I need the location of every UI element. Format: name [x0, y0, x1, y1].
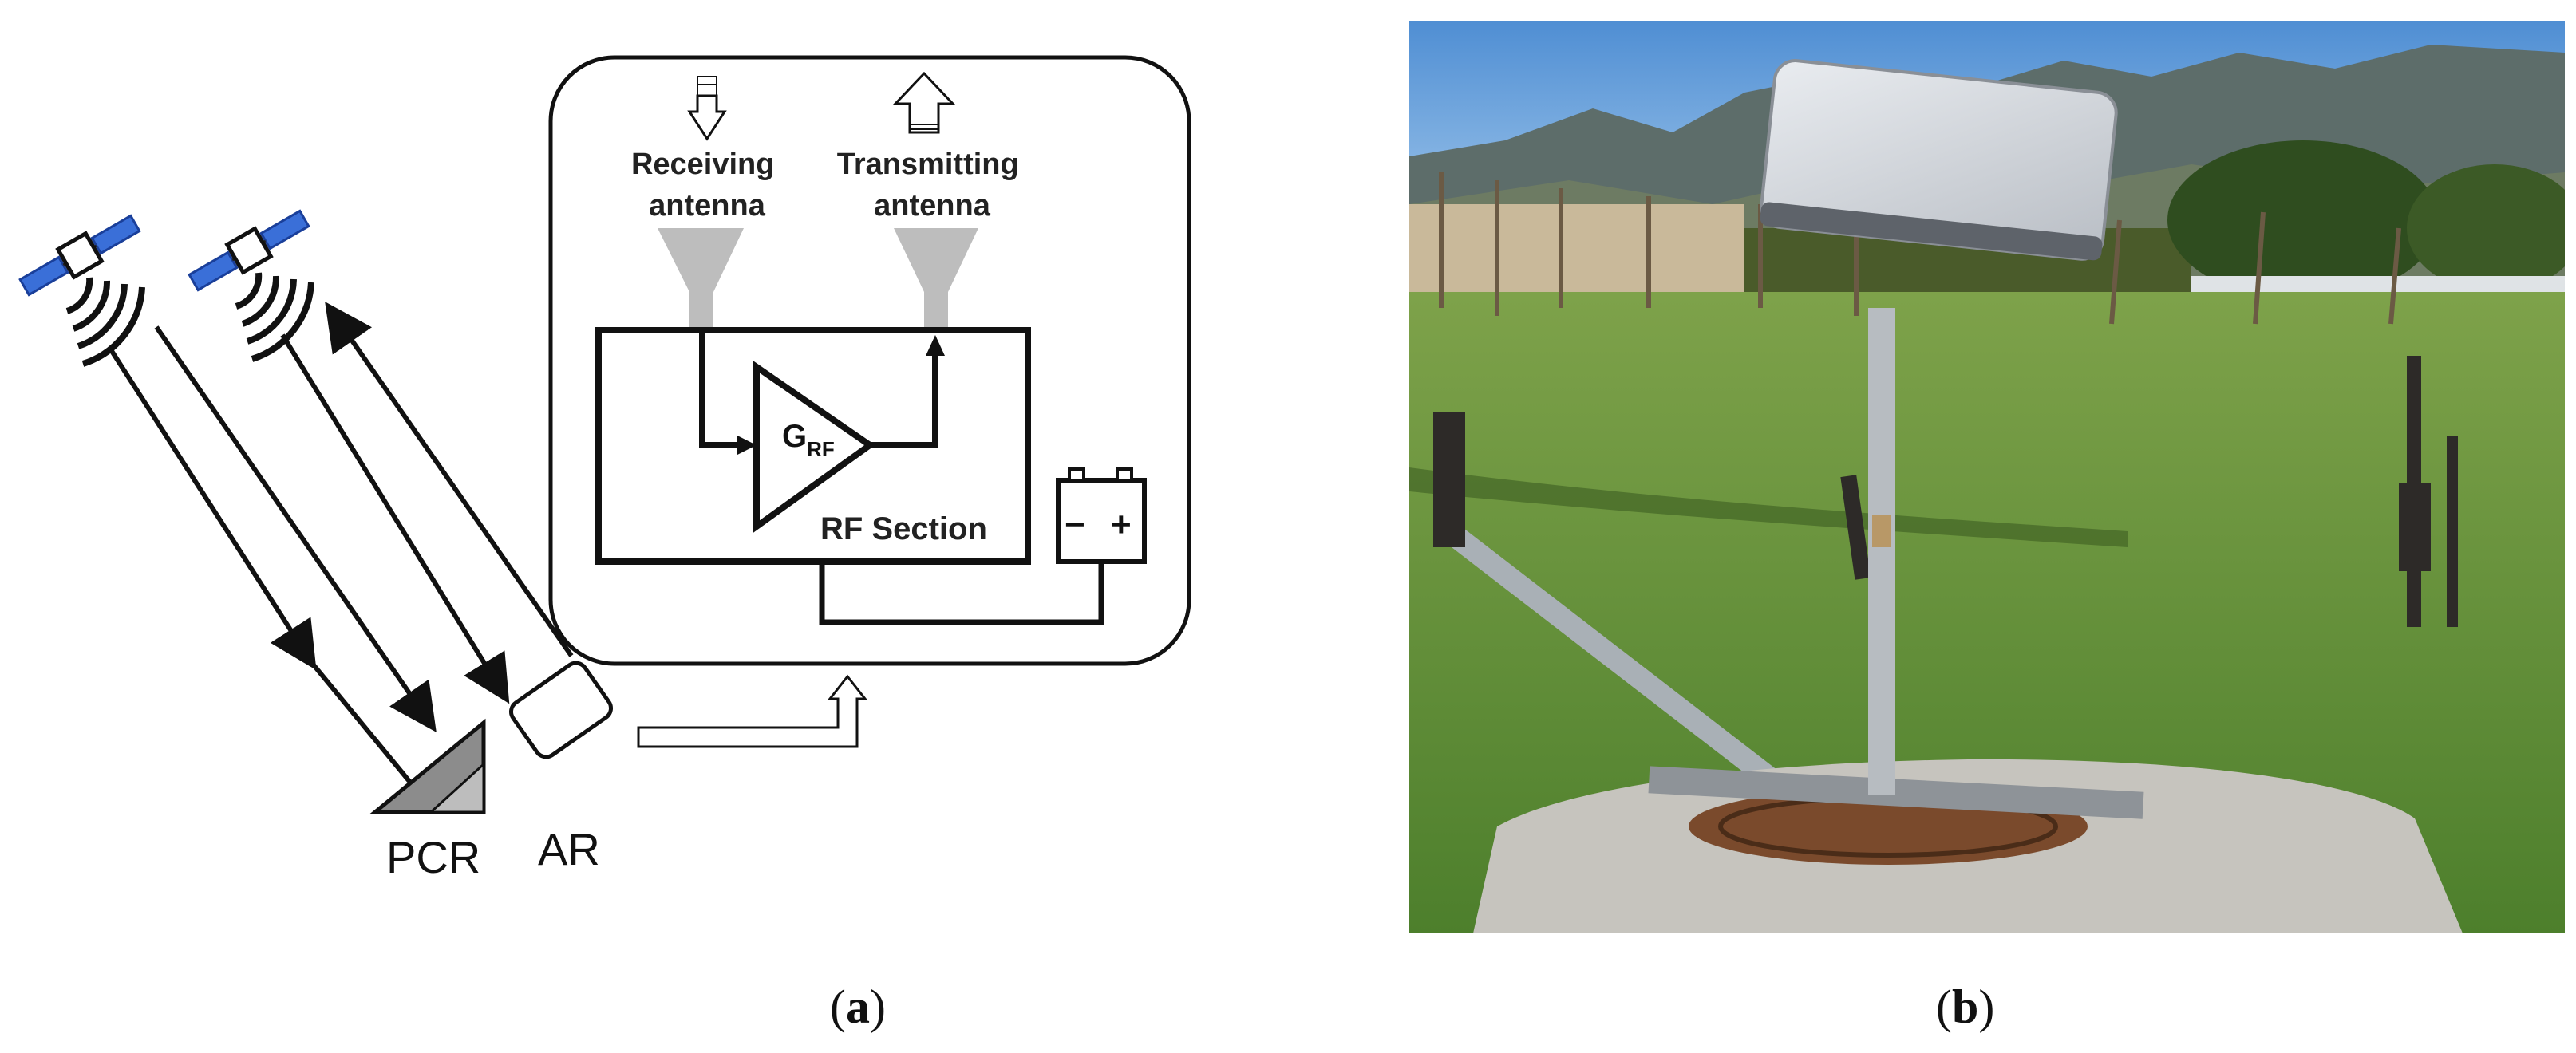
receiving-antenna-icon: [658, 228, 744, 329]
amplifier-icon: [753, 361, 875, 533]
active-reflector-icon: [509, 661, 613, 759]
sensor-left: [1433, 412, 1465, 547]
rf-section-label: RF Section: [820, 511, 987, 546]
trees: [2167, 140, 2439, 300]
zoom-arrow-icon: [637, 674, 868, 748]
gnss-reflector-diagram: PCR AR Receiving antenna Transmitting an…: [18, 55, 1191, 882]
antenna-pole: [1868, 308, 1895, 795]
amplifier-label: GRF: [782, 419, 835, 461]
satellite-icon: [18, 214, 141, 297]
field-photo: [1409, 21, 2565, 933]
metal-pipe: [1441, 523, 1840, 834]
satellite-icon: [188, 209, 310, 292]
caption-b: (b): [1936, 980, 1995, 1033]
ar-label: AR: [538, 824, 600, 874]
arrow-up-icon: [892, 71, 956, 134]
battery-minus-label: −: [1065, 505, 1085, 544]
reeds: [1409, 204, 1744, 300]
transmitting-antenna-icon: [894, 228, 978, 329]
transmitting-antenna-label: Transmitting antenna: [837, 148, 1028, 223]
battery-plus-label: +: [1111, 505, 1132, 544]
signal-waves-icon: [235, 272, 314, 362]
antenna-panel-icon: [1760, 59, 2118, 261]
signal-path: [699, 329, 938, 448]
passive-corner-reflector-icon: [369, 718, 486, 814]
receiving-antenna-label: Receiving antenna: [631, 148, 783, 223]
signal-rays: [109, 302, 574, 799]
arrow-down-icon: [687, 76, 727, 141]
caption-a: (a): [830, 980, 886, 1033]
signal-waves-icon: [65, 277, 145, 367]
pcr-label: PCR: [386, 832, 480, 882]
power-wire: [819, 562, 1104, 625]
mounting-bar: [1648, 766, 2144, 819]
